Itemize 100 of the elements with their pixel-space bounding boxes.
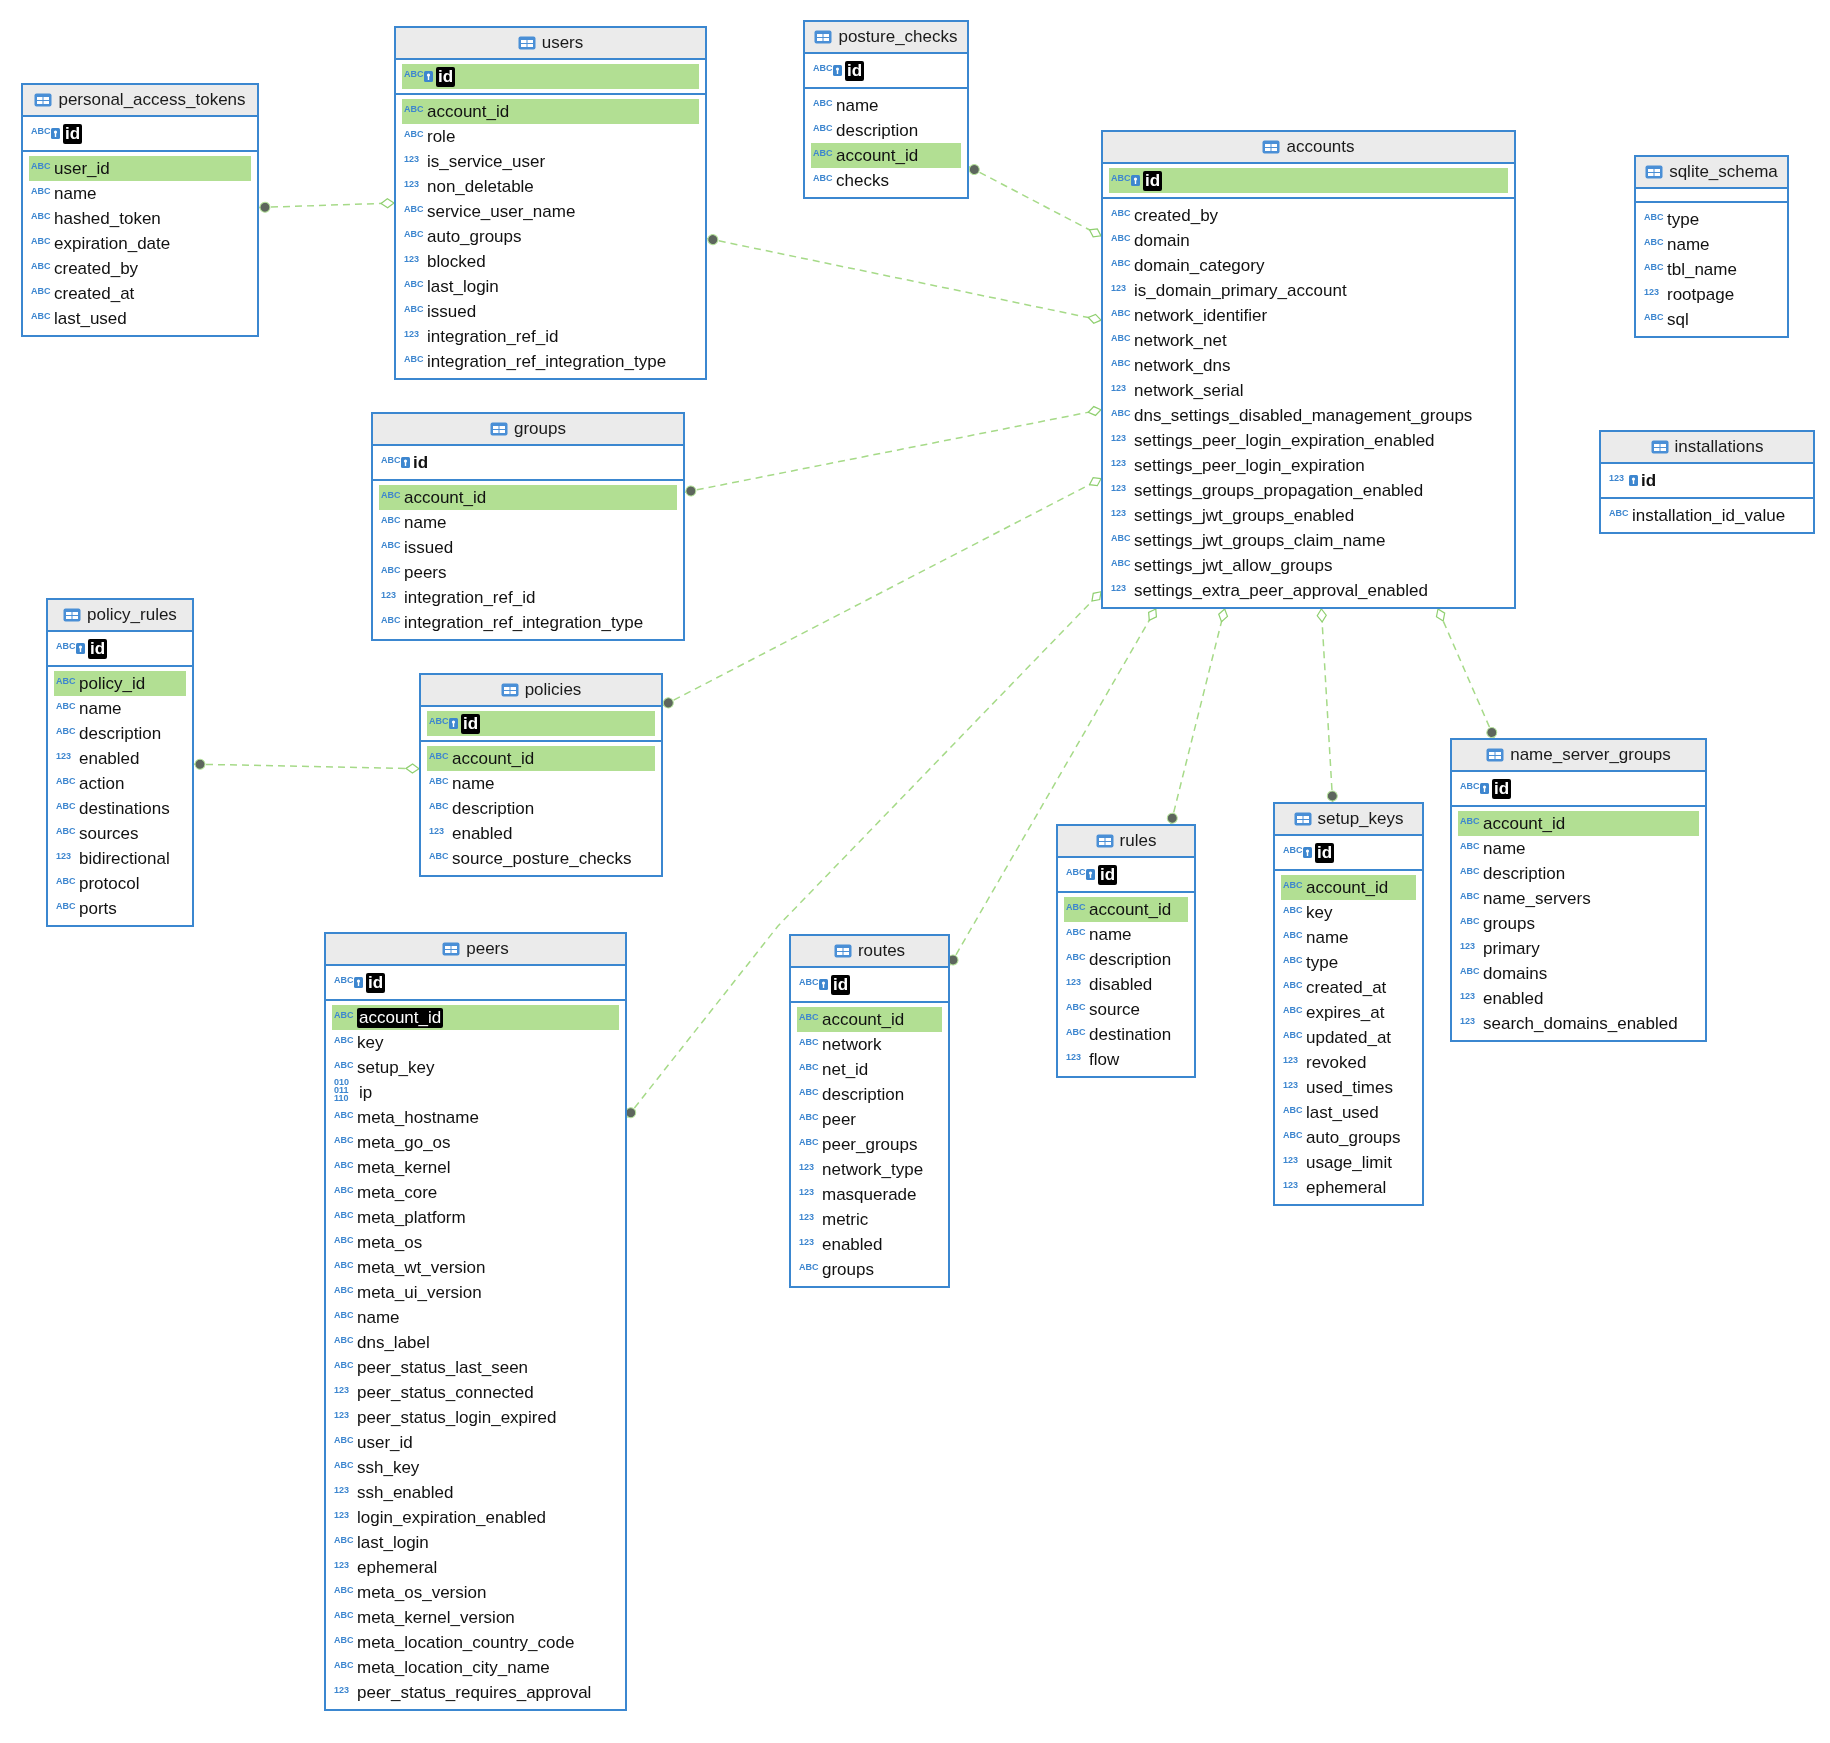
column-name: created_by	[54, 258, 139, 279]
table-box	[1101, 130, 1516, 609]
column-name: name	[1483, 838, 1526, 859]
data-type-icon: 123	[1283, 1055, 1303, 1064]
column-name: peer_status_connected	[357, 1382, 534, 1403]
data-type-icon: ABC	[334, 1310, 354, 1319]
column-name: is_service_user	[427, 151, 546, 172]
column-name: primary	[1483, 938, 1540, 959]
data-type-icon: ABC	[813, 63, 833, 72]
data-type-icon: ABC	[56, 901, 76, 910]
data-type-icon: ABC	[334, 1460, 354, 1469]
data-type-icon: ABC	[1460, 891, 1480, 900]
data-type-icon: 123	[1111, 383, 1131, 392]
data-type-icon: 123	[1460, 991, 1480, 1000]
column-name: settings_peer_login_expiration_enabled	[1134, 430, 1435, 451]
column-name: account_id	[822, 1009, 905, 1030]
column-name: metric	[822, 1209, 869, 1230]
column-name: network_type	[822, 1159, 924, 1180]
column-name: network	[822, 1034, 882, 1055]
data-type-icon: ABC	[31, 186, 51, 195]
data-type-icon: 123	[334, 1510, 354, 1519]
data-type-icon: ABC	[1460, 916, 1480, 925]
relationship-line	[1316, 608, 1338, 803]
data-type-icon: ABC	[1460, 841, 1480, 850]
data-type-icon: ABC	[1644, 312, 1664, 321]
column-name: integration_ref_id	[427, 326, 559, 347]
column-name: account_id	[1483, 813, 1566, 834]
primary-key-column: id	[436, 66, 456, 87]
data-type-icon: ABC	[1283, 955, 1303, 964]
data-type-icon: ABC	[404, 129, 424, 138]
table-box	[1450, 738, 1707, 1042]
data-type-icon: ABC	[1283, 1130, 1303, 1139]
data-type-icon: ABC	[1111, 408, 1131, 417]
column-name: domain_category	[1134, 255, 1265, 276]
data-type-icon: ABC	[334, 1060, 354, 1069]
column-name: blocked	[427, 251, 486, 272]
data-type-icon: 123	[1111, 458, 1131, 467]
table-name: rules	[1119, 831, 1157, 851]
relationship-line	[258, 198, 395, 213]
data-type-icon: ABC	[334, 1610, 354, 1619]
data-type-icon: 123	[429, 826, 449, 835]
data-type-icon: ABC	[1066, 1027, 1086, 1036]
data-type-icon: 123	[404, 179, 424, 188]
column-name: last_login	[357, 1532, 429, 1553]
data-type-icon: ABC	[1111, 333, 1131, 342]
data-type-icon: 123	[1111, 483, 1131, 492]
data-type-icon: ABC	[429, 776, 449, 785]
data-type-icon: ABC	[1066, 1002, 1086, 1011]
data-type-icon: ABC	[1460, 781, 1480, 790]
table-name: groups	[514, 419, 566, 439]
data-type-icon: 123	[404, 154, 424, 163]
data-type-icon: 123	[334, 1685, 354, 1694]
data-type-icon: ABC	[1609, 508, 1629, 517]
column-name: expiration_date	[54, 233, 171, 254]
primary-key-column: id	[366, 972, 386, 993]
column-name: sql	[1667, 309, 1689, 330]
data-type-icon: 123	[404, 254, 424, 263]
column-name: network_identifier	[1134, 305, 1268, 326]
data-type-icon: ABC	[334, 1435, 354, 1444]
column-name: name	[357, 1307, 400, 1328]
data-type-icon: ABC	[381, 455, 401, 464]
column-name: revoked	[1306, 1052, 1367, 1073]
data-type-icon: ABC	[1066, 867, 1086, 876]
data-type-icon: ABC	[1644, 262, 1664, 271]
column-name: net_id	[822, 1059, 869, 1080]
data-type-icon: 123	[56, 851, 76, 860]
data-type-icon: ABC	[381, 615, 401, 624]
column-name: account_id	[1089, 899, 1172, 920]
column-name: meta_ui_version	[357, 1282, 482, 1303]
data-type-icon: ABC	[1111, 308, 1131, 317]
data-type-icon: ABC	[1283, 905, 1303, 914]
column-name: domains	[1483, 963, 1548, 984]
data-type-icon: ABC	[56, 676, 76, 685]
column-name: ssh_key	[357, 1457, 420, 1478]
column-name: user_id	[357, 1432, 413, 1453]
relationship-line	[662, 477, 1102, 709]
data-type-icon: ABC	[799, 1087, 819, 1096]
column-name: masquerade	[822, 1184, 917, 1205]
data-type-icon: ABC	[381, 540, 401, 549]
table-name: name_server_groups	[1510, 745, 1671, 765]
column-name: domain	[1134, 230, 1190, 251]
table-name: setup_keys	[1317, 809, 1404, 829]
column-name: network_serial	[1134, 380, 1244, 401]
column-name: flow	[1089, 1049, 1120, 1070]
data-type-icon: ABC	[31, 161, 51, 170]
column-name: peer	[822, 1109, 857, 1130]
data-type-icon: ABC	[56, 876, 76, 885]
column-name: rootpage	[1667, 284, 1735, 305]
column-name: description	[822, 1084, 905, 1105]
column-name: dns_label	[357, 1332, 430, 1353]
column-name: sources	[79, 823, 139, 844]
data-type-icon: ABC	[1460, 866, 1480, 875]
data-type-icon: ABC	[429, 801, 449, 810]
column-name: peer_groups	[822, 1134, 918, 1155]
data-type-icon: ABC	[813, 173, 833, 182]
table-box	[1056, 824, 1196, 1078]
column-name: integration_ref_integration_type	[427, 351, 667, 372]
column-name: name	[836, 95, 879, 116]
column-name: name	[79, 698, 122, 719]
table-box	[1273, 802, 1424, 1206]
